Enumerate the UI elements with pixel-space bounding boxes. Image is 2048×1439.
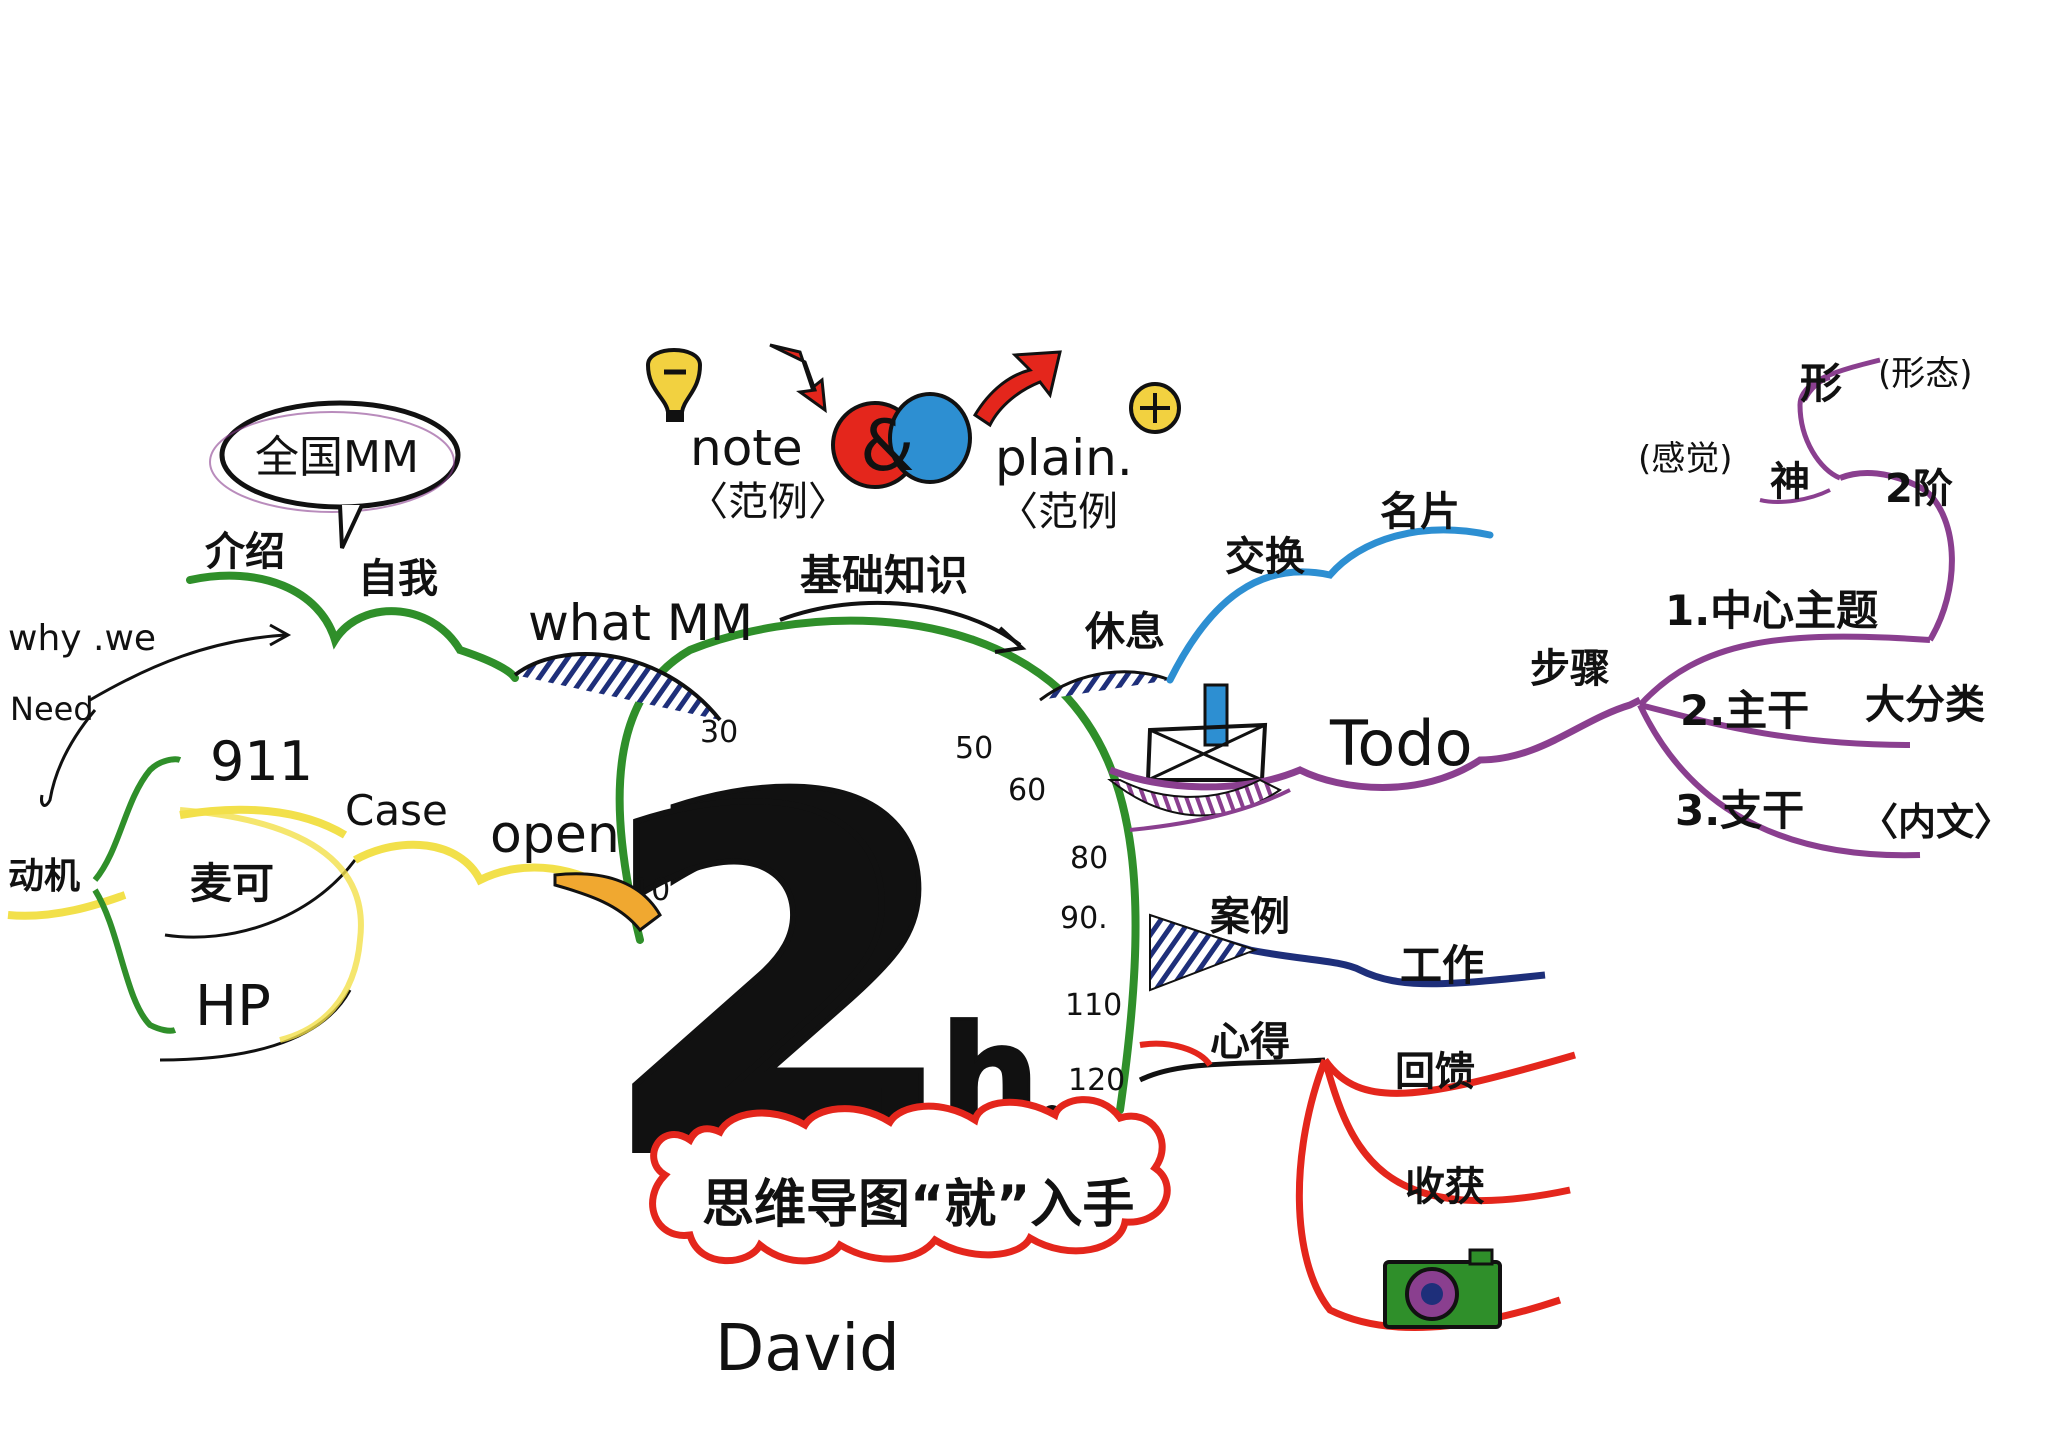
self-label: 自我 [358, 556, 438, 602]
camera-icon [1383, 1248, 1502, 1329]
feel-label: (感觉) [1638, 439, 1733, 479]
note-label: note [690, 419, 803, 477]
right-section: 休息 交换 名片 Todo 步骤 形 (形态) (感觉) 神 2阶 1.中心主题… [1039, 354, 2012, 1331]
plain-label: plain. [995, 429, 1133, 487]
case-study-label: 案例 [1210, 894, 1290, 940]
intro-label: 介绍 [205, 529, 285, 575]
maike-label: 麦可 [190, 859, 274, 908]
left-section: 全国MM 介绍 自我 what MM why .we Need 动机 911 麦… [7, 400, 753, 1062]
insight-label: 心得 [1210, 1019, 1290, 1065]
spirit-label: 神 [1770, 459, 1810, 505]
step3-label: 3.支干 [1675, 786, 1804, 835]
work-label: 工作 [1400, 941, 1484, 990]
bubble-label: 全国MM [255, 432, 419, 483]
central-title: 思维导图“就”入手 [702, 1175, 1134, 1235]
plus-circle-icon [1129, 382, 1181, 434]
tick-120: 120 [1068, 1063, 1125, 1098]
tick-60: 60 [1008, 773, 1046, 808]
exchange-label: 交换 [1225, 534, 1305, 580]
tick-30: 30 [700, 715, 738, 750]
ampersand: & [860, 405, 915, 487]
plain-example-label: 〈范例 [998, 489, 1118, 535]
todo-label: Todo [1329, 707, 1473, 780]
step1-label: 1.中心主题 [1665, 586, 1878, 635]
dial-ticks: 30 50 60 80 90. 110 120 10 [632, 715, 1125, 1098]
tick-90: 90. [1060, 901, 1108, 936]
bulb-icon [645, 348, 703, 422]
rest-label: 休息 [1084, 609, 1165, 655]
title-cloud: 思维导图“就”入手 [649, 1096, 1171, 1265]
feedback-label: 回馈 [1395, 1049, 1475, 1095]
motive-label: 动机 [8, 856, 80, 897]
card-label: 名片 [1380, 489, 1460, 535]
basics-arrow [779, 600, 1022, 647]
stage-label: 2阶 [1885, 466, 1953, 512]
why-we-label: why .we [8, 618, 156, 659]
what-mm-label: what MM [528, 594, 753, 652]
arrow-down-right-icon [769, 343, 827, 414]
step3-note-label: 〈内文〉 [1860, 800, 2012, 844]
steps-label: 步骤 [1530, 646, 1610, 692]
shape-label: 形 [1800, 359, 1842, 408]
author-signature: David [715, 1312, 900, 1386]
tick-50: 50 [955, 731, 993, 766]
note-example-label: 〈范例〉 [688, 479, 848, 525]
case-label: Case [345, 786, 448, 835]
need-label: Need [10, 690, 94, 728]
step2-label: 2.主干 [1680, 686, 1809, 735]
hp-label: HP [195, 974, 271, 1039]
top-section: note 〈范例〉 & plain. 〈范例 基础知识 [645, 343, 1181, 654]
harvest-label: 收获 [1405, 1164, 1485, 1210]
tick-80: 80 [1070, 841, 1108, 876]
step2-note-label: 大分类 [1865, 682, 1985, 728]
tick-110: 110 [1065, 988, 1122, 1023]
amp-circles: & [831, 392, 972, 489]
basics-label: 基础知识 [800, 551, 968, 600]
open-label: open [490, 805, 620, 865]
shape-note-label: (形态) [1878, 354, 1973, 394]
n911-label: 911 [210, 730, 313, 793]
arrow-up-right-icon [972, 350, 1062, 428]
chair-icon [1145, 683, 1268, 782]
